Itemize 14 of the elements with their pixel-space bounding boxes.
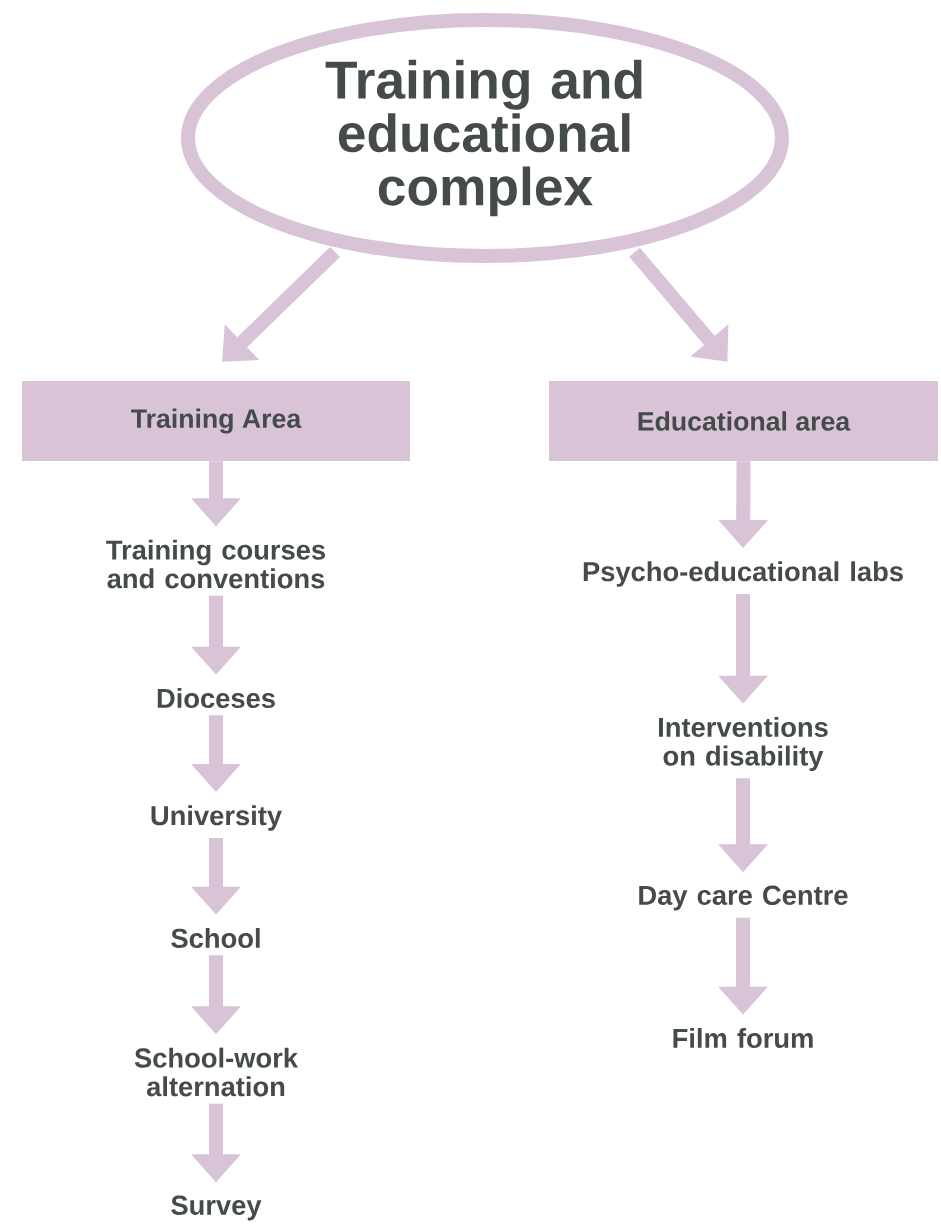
step-label: Interventions on disability: [659, 716, 828, 772]
step-label: School: [171, 928, 260, 949]
arrow: [222, 246, 340, 362]
step-label: Psycho-educational labs: [583, 561, 903, 587]
step-label: Dioceses: [157, 688, 275, 709]
area-box: Training Area: [22, 381, 410, 461]
area-box: Educational area: [549, 381, 938, 461]
step-label: Day care Centre: [639, 885, 848, 911]
step-label: University: [151, 805, 282, 831]
step-label: Survey: [171, 1195, 262, 1221]
step-label: Training courses and conventions: [106, 539, 325, 589]
step-label: Film forum: [673, 1028, 813, 1049]
step-label: School-work alternation: [134, 1047, 299, 1097]
arrow: [629, 247, 729, 362]
